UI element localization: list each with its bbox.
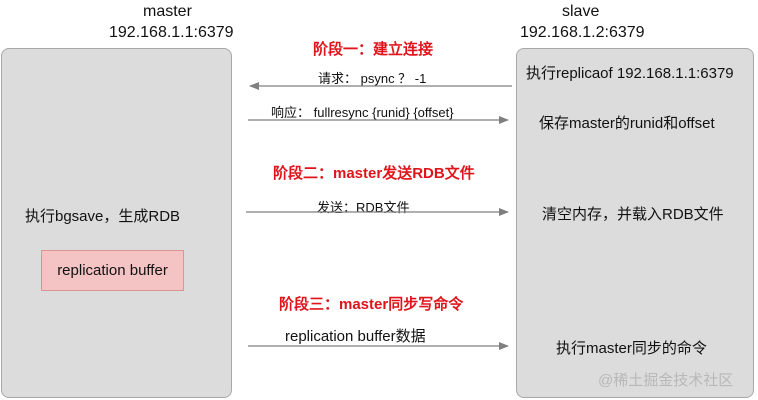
replication-buffer-label: replication buffer	[57, 262, 168, 279]
slave-action-save-runid: 保存master的runid和offset	[539, 115, 715, 132]
stage-two-label: 阶段二：master发送RDB文件	[273, 165, 475, 182]
master-title: master	[143, 3, 192, 20]
watermark-text: @稀土掘金技术社区	[598, 372, 734, 389]
master-node-panel	[1, 48, 232, 398]
master-address: 192.168.1.1:6379	[109, 24, 234, 41]
replication-buffer-box: replication buffer	[41, 250, 184, 291]
stage-one-label: 阶段一：建立连接	[313, 41, 434, 58]
master-action-bgsave: 执行bgsave，生成RDB	[25, 208, 181, 225]
slave-action-sync-commands: 执行master同步的命令	[556, 340, 707, 357]
slave-action-load-rdb: 清空内存，并载入RDB文件	[542, 206, 724, 223]
message-request-psync: 请求： psync ？ -1	[318, 71, 427, 86]
slave-address: 192.168.1.2:6379	[520, 24, 645, 41]
slave-title: slave	[562, 3, 600, 20]
slave-node-panel	[516, 48, 754, 398]
stage-three-label: 阶段三：master同步写命令	[279, 296, 464, 313]
message-buffer-data: replication buffer数据	[285, 328, 426, 345]
message-response-fullresync: 响应： fullresync {runid} {offset}	[271, 105, 454, 120]
slave-action-replicaof: 执行replicaof 192.168.1.1:6379	[526, 65, 734, 82]
message-send-rdb: 发送：RDB文件	[317, 200, 410, 215]
